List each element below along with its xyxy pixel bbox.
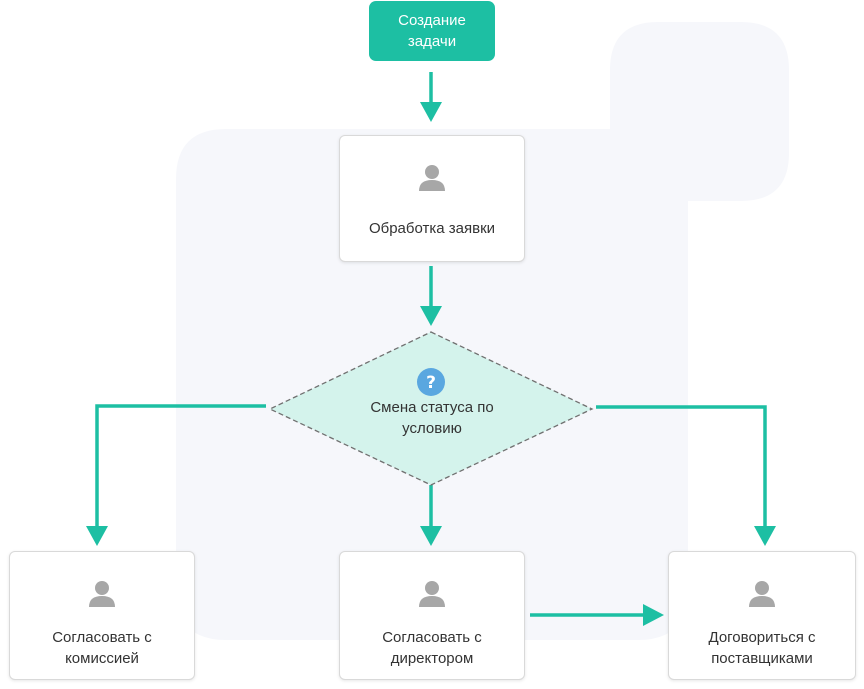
svg-text:?: ? [426,373,436,393]
suppliers-card[interactable]: Договориться с поставщиками [668,551,856,680]
person-icon [749,581,775,607]
arrowhead-director [420,526,442,546]
director-card-line2: директором [390,650,474,667]
start-node-line1: Создание [398,12,466,29]
connector-decision-suppliers [596,405,767,528]
decision-label-line1: Смена статуса по [370,399,494,416]
suppliers-card-line2: поставщиками [711,650,813,667]
commission-card[interactable]: Согласовать с комиссией [9,551,195,680]
arrowhead-commission [86,526,108,546]
process-card-label: Обработка заявки [368,220,496,237]
connector-decision-commission [95,404,266,528]
arrowhead-process [420,102,442,122]
suppliers-card-label: Договориться с поставщиками [669,627,855,669]
decision-label: Смена статуса по условию [332,397,532,439]
suppliers-card-line1: Договориться с [708,629,816,646]
arrowhead-decision [420,306,442,326]
director-card-line1: Согласовать с [382,629,482,646]
commission-card-label: Согласовать с комиссией [10,627,194,669]
decision-diamond[interactable] [268,331,594,486]
commission-card-line1: Согласовать с [52,629,152,646]
person-icon [419,581,445,607]
arrowhead-director-suppliers [643,604,664,626]
start-node-line2: задачи [407,33,457,50]
director-card[interactable]: Согласовать с директором [339,551,525,680]
background-shape [176,22,789,640]
decision-label-line2: условию [402,420,462,437]
start-node[interactable]: Создание задачи [369,1,495,61]
arrowhead-suppliers [754,526,776,546]
connectors [95,72,767,617]
process-card[interactable]: Обработка заявки [339,135,525,262]
director-card-label: Согласовать с директором [340,627,524,669]
commission-card-line2: комиссией [65,650,139,667]
question-icon: ? [417,368,445,396]
person-icon [419,165,445,191]
person-icon [89,581,115,607]
arrowheads [86,102,776,626]
